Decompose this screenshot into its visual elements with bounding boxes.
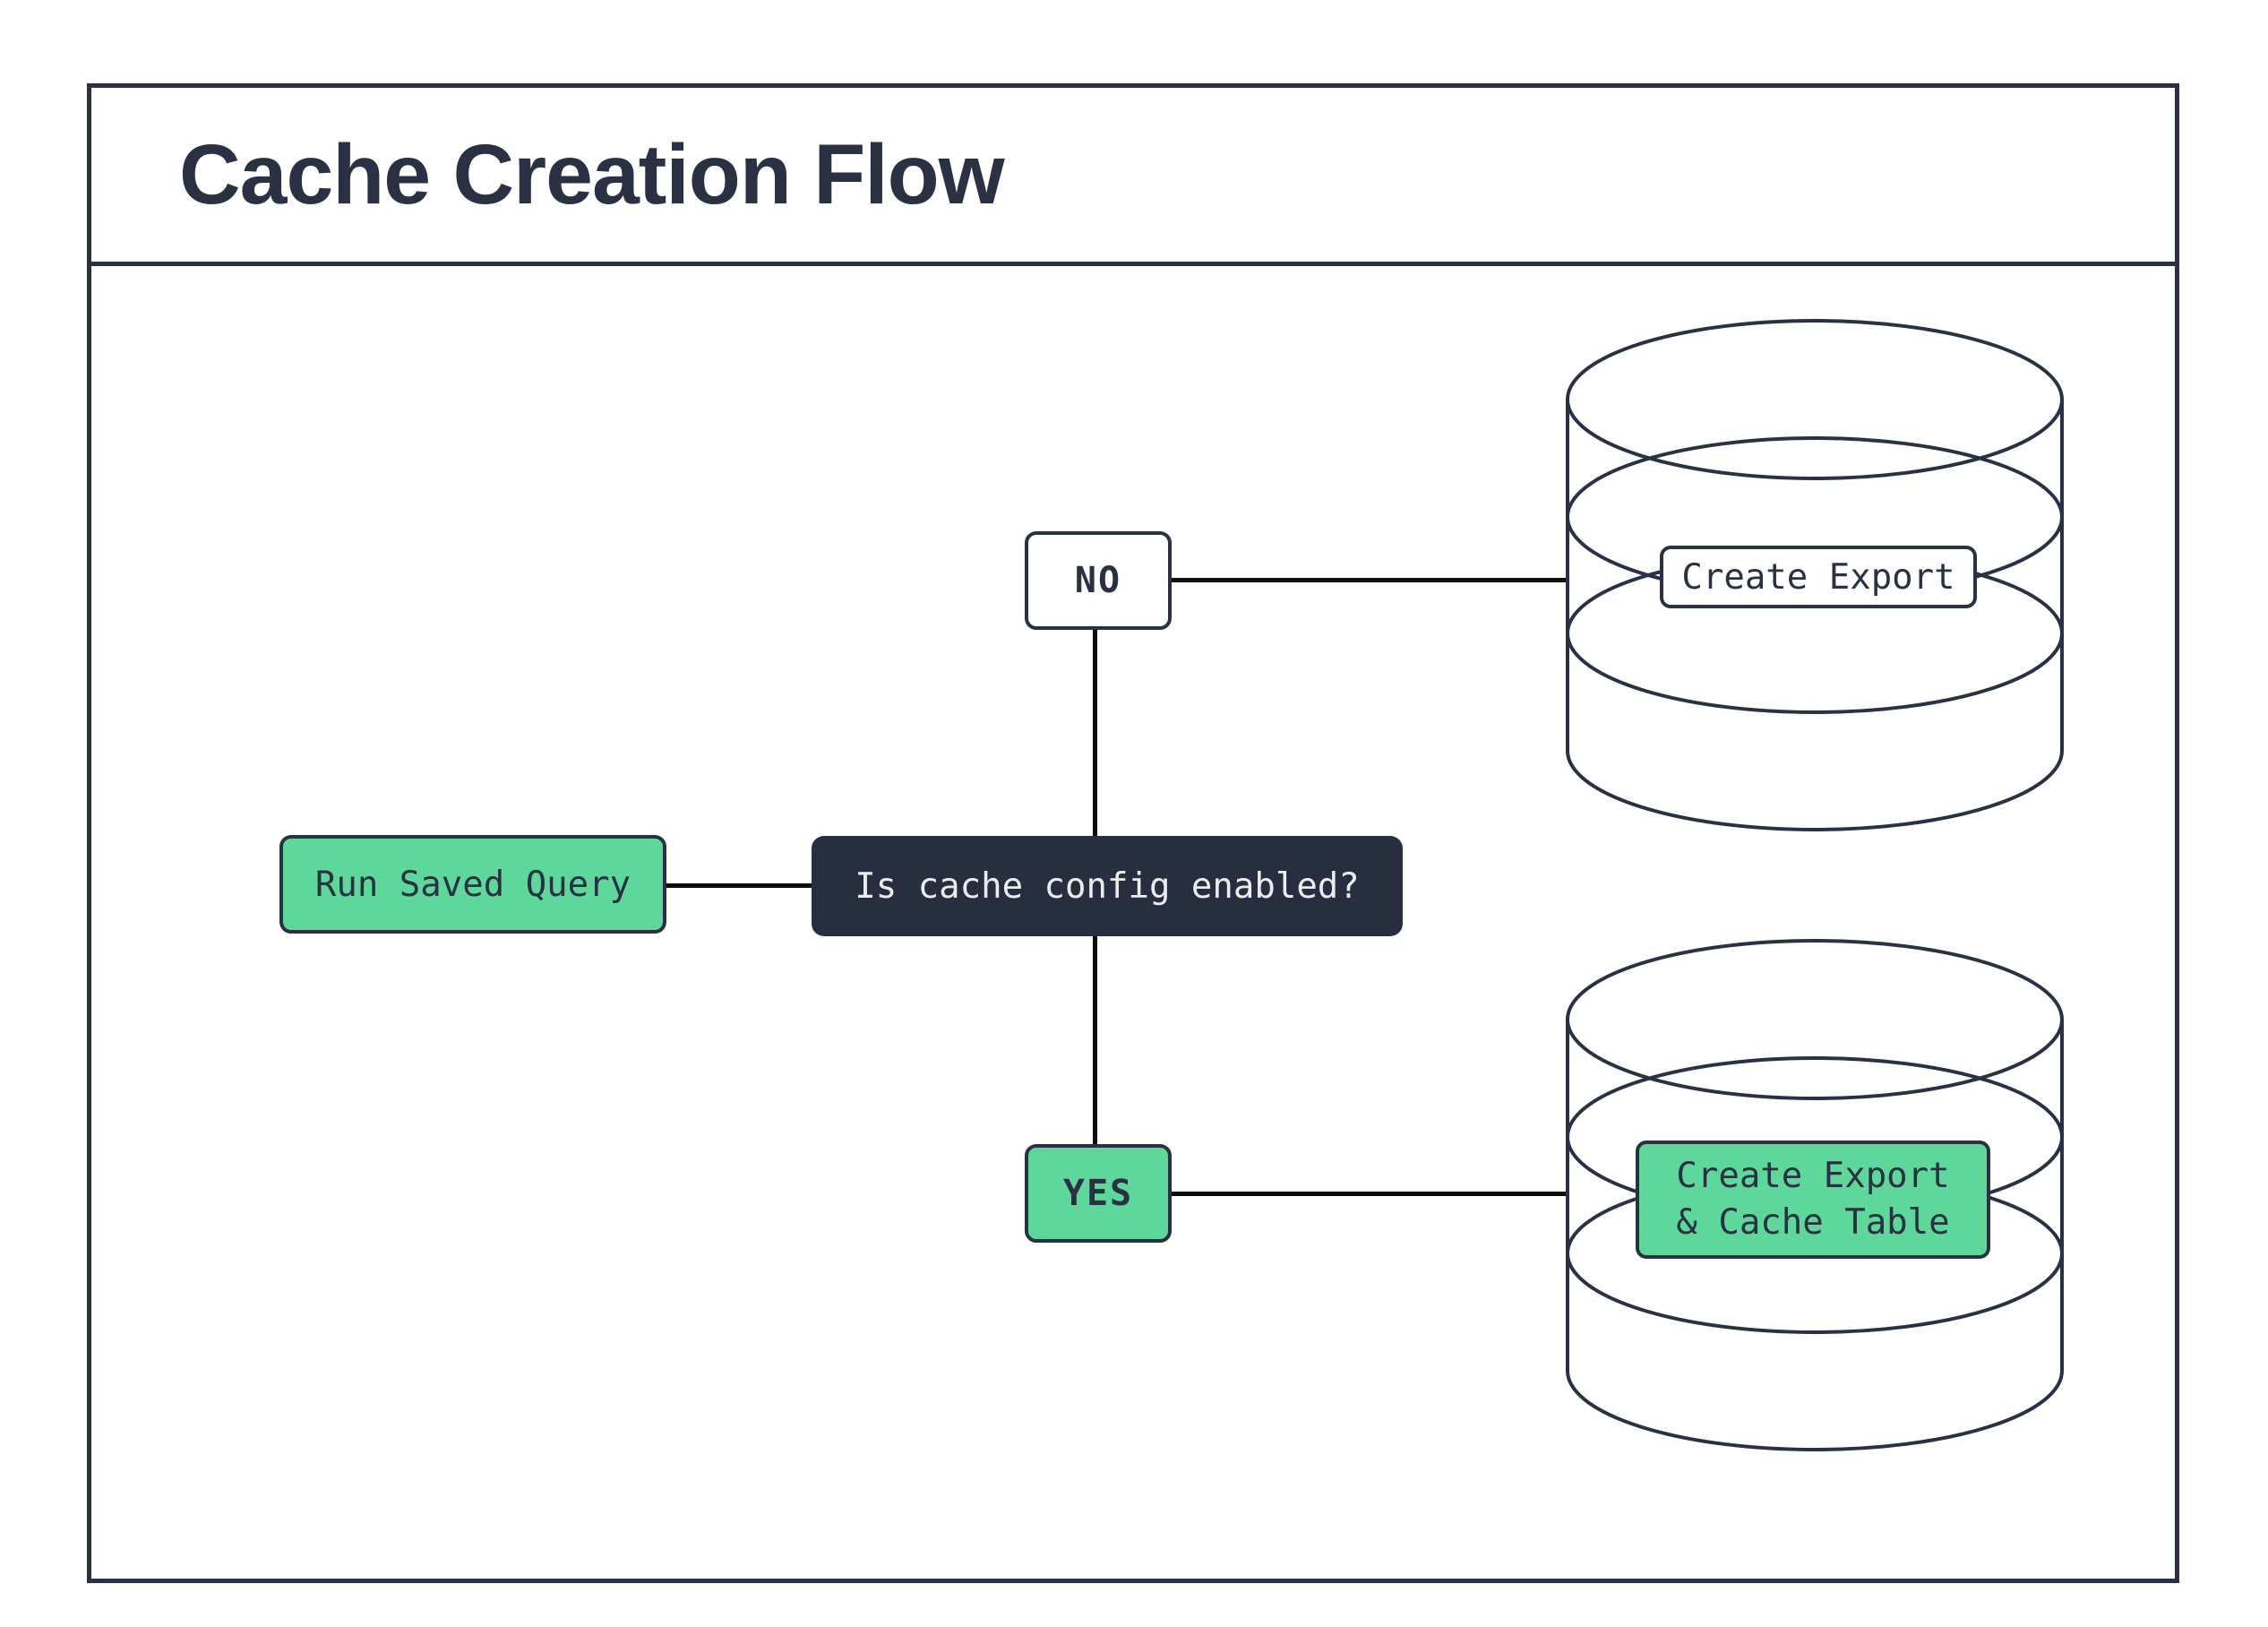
node-branch-yes: YES bbox=[1025, 1144, 1172, 1243]
node-create-export-cache-table: Create Export & Cache Table bbox=[1636, 1141, 1990, 1259]
edge-no-to-export-db bbox=[1170, 578, 1569, 582]
edge-start-to-decision bbox=[665, 883, 813, 888]
node-branch-no: NO bbox=[1025, 531, 1172, 630]
title-bar: Cache Creation Flow bbox=[91, 88, 2175, 266]
node-create-export: Create Export bbox=[1660, 546, 1977, 608]
edge-decision-to-yes bbox=[1093, 934, 1097, 1146]
page-title: Cache Creation Flow bbox=[179, 126, 1005, 222]
node-decision-cache-config: Is cache config enabled? bbox=[812, 836, 1403, 936]
diagram-frame: Cache Creation Flow bbox=[87, 83, 2179, 1583]
node-run-saved-query: Run Saved Query bbox=[279, 835, 666, 934]
edge-decision-to-no bbox=[1093, 628, 1097, 838]
edge-yes-to-cache-db bbox=[1170, 1192, 1569, 1196]
